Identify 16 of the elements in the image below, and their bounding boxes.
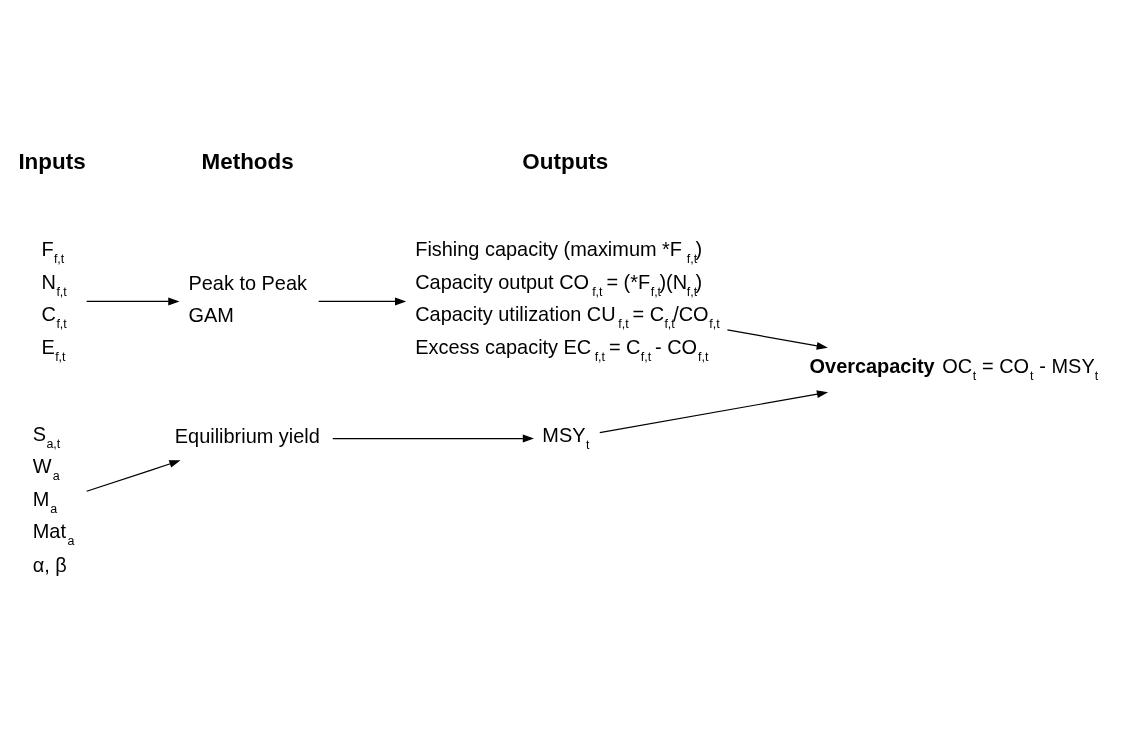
arrow: [332, 434, 534, 442]
label: Inputs: [18, 148, 86, 174]
label: Outputs: [522, 148, 609, 174]
arrow: [86, 459, 181, 492]
node-text: Peak to Peak GAM: [188, 271, 307, 326]
arrow: [726, 328, 828, 350]
node-text: MSY$_{t}$: [542, 423, 590, 452]
arrow: [599, 389, 829, 433]
node-text: Equilibrium yield: [174, 424, 320, 447]
node-text: Fishing capacity (maximum *F$_{f,t}$) Capacity output CO$_{f,t}$ = (*F$_{f,t}$)(N$_{f,t}$) Capacity utilization CU$_{f,t}$ = C$_{f,t}$/CO$_{f,t}$ Excess capacity EC$_{f,t}$ = C$_{f,t}$ - CO$_{f,t}$: [415, 237, 720, 364]
arrow: [318, 297, 407, 305]
arrow: [86, 297, 180, 305]
label: Methods: [201, 148, 294, 174]
node-text: S$_{a,t}$ W$_{a}$ M$_{a}$ Mat$_{a}$ α, β: [32, 422, 75, 576]
node-text: F$_{f,t}$ N$_{f,t}$ C$_{f,t}$ E$_{f,t}$: [41, 237, 67, 364]
node-text: Overcapacity OC$_{t}$ = CO$_{t}$ - MSY$_{t}$: [809, 354, 1099, 383]
